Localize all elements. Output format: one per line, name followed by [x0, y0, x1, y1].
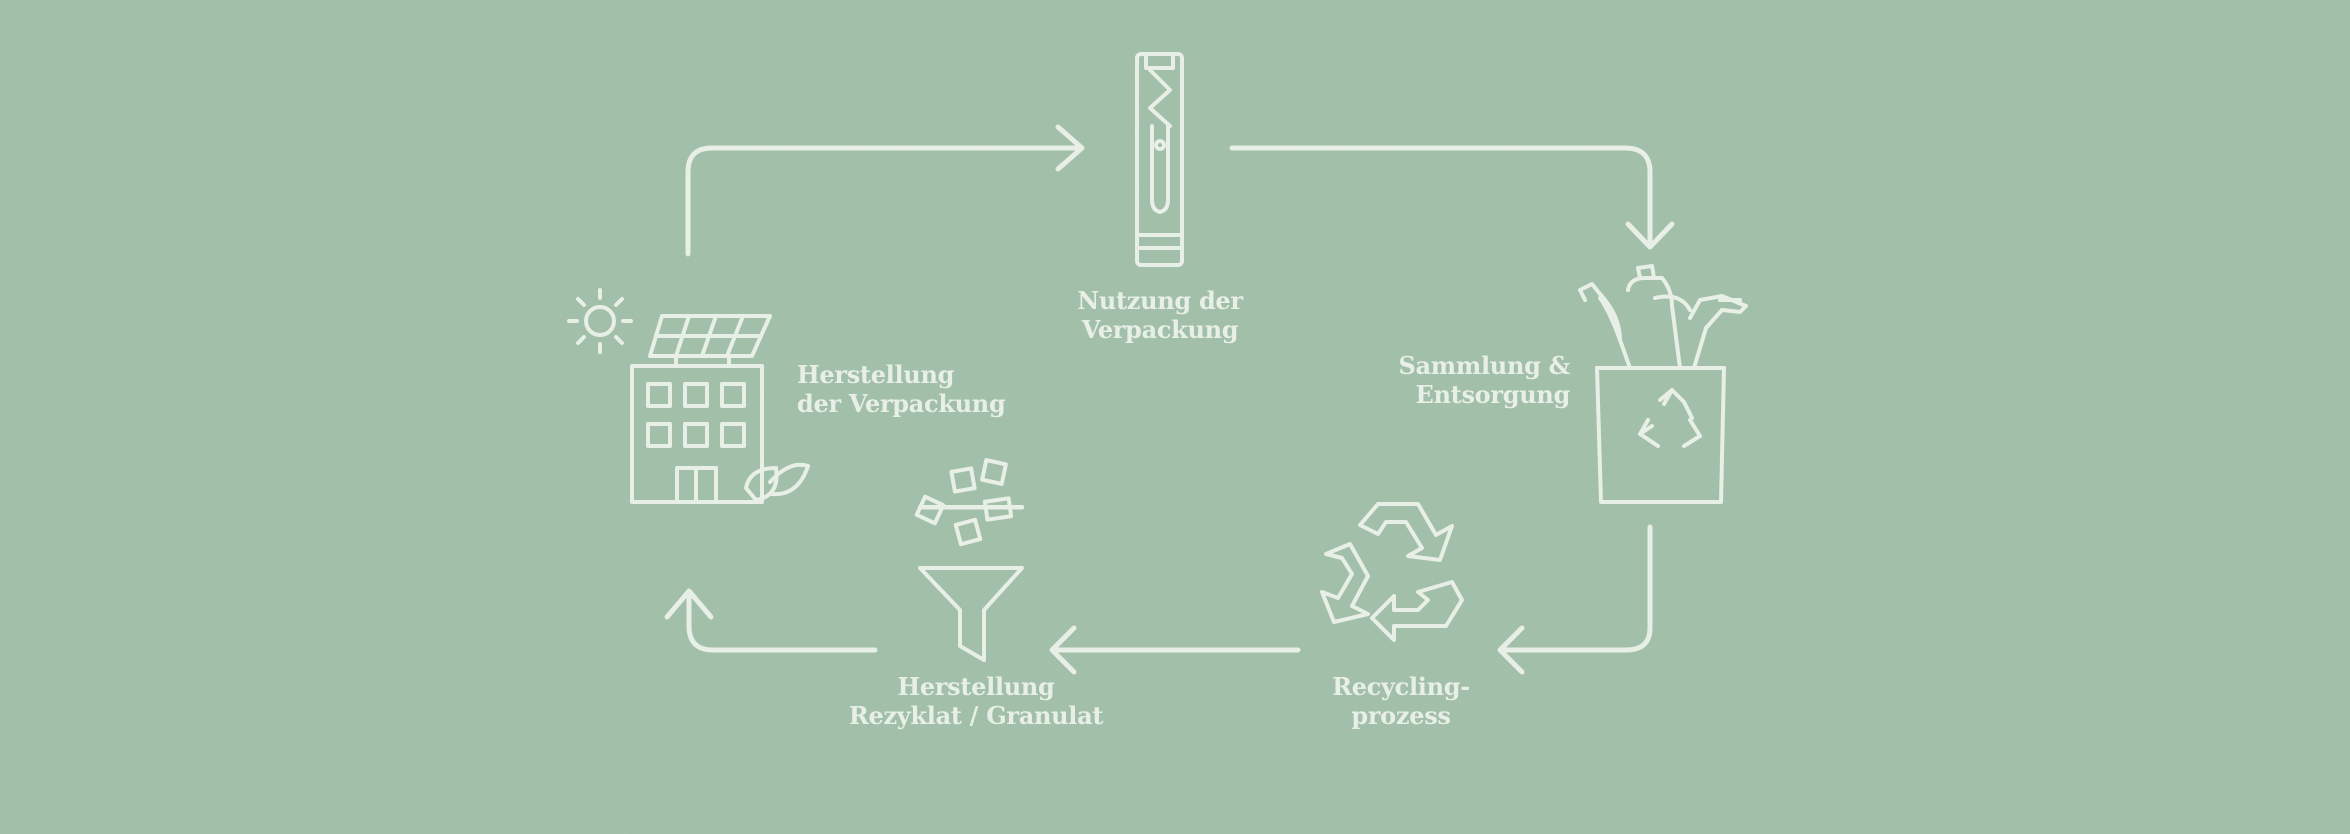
stage-label-usage-line1: Nutzung der: [1077, 286, 1243, 315]
recycling-bin-icon: [1578, 264, 1748, 504]
stage-label-recycling-line1: Recycling-: [1332, 672, 1470, 701]
stage-label-recycling: Recycling- prozess: [1293, 672, 1509, 730]
stage-label-recycling-line2: prozess: [1351, 701, 1451, 730]
stage-label-usage-line2: Verpackung: [1081, 315, 1239, 344]
stage-label-granulate-line1: Herstellung: [897, 672, 1055, 701]
arrow-collection-to-recycling: [1497, 524, 1653, 675]
arrow-usage-to-collection: [1229, 145, 1675, 250]
stage-label-collection: Sammlung & Entsorgung: [1330, 351, 1571, 409]
arrow-granulate-to-production: [664, 588, 878, 653]
granulate-funnel-icon: [914, 458, 1024, 662]
stage-label-usage: Nutzung der Verpackung: [1060, 286, 1260, 344]
stage-label-production: Herstellung der Verpackung: [797, 360, 1037, 418]
arrow-production-to-usage: [685, 124, 1085, 257]
toothpaste-tube-icon: [1135, 52, 1184, 267]
stage-label-granulate-line2: Rezyklat / Granulat: [848, 701, 1104, 730]
recycle-symbol-icon: [1320, 502, 1464, 642]
stage-label-granulate: Herstellung Rezyklat / Granulat: [826, 672, 1126, 730]
arrow-recycling-to-granulate: [1049, 625, 1301, 675]
stage-label-collection-line1: Sammlung &: [1398, 351, 1571, 380]
stage-label-production-line1: Herstellung: [797, 360, 955, 389]
stage-label-collection-line2: Entsorgung: [1415, 380, 1571, 409]
stage-label-production-line2: der Verpackung: [797, 389, 1006, 418]
solar-factory-icon: [567, 288, 810, 504]
